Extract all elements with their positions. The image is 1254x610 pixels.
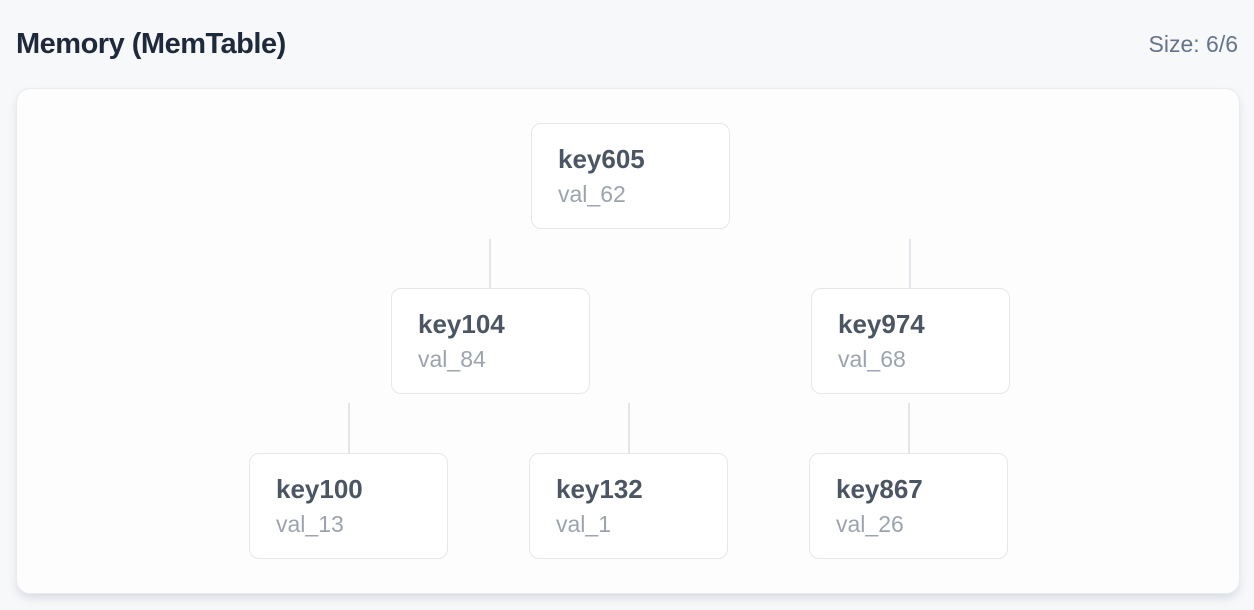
- tree-node-key132: key132 val_1: [529, 453, 728, 559]
- tree-connector: [909, 239, 911, 288]
- node-key-label: key104: [418, 309, 505, 339]
- node-value-label: val_62: [558, 181, 626, 207]
- node-key-label: key132: [556, 474, 643, 504]
- tree-node-key867: key867 val_26: [809, 453, 1008, 559]
- memtable-panel: key605 val_62 key104 val_84 key974 val_6…: [16, 88, 1240, 594]
- node-key-label: key100: [276, 474, 363, 504]
- tree-node-key974: key974 val_68: [811, 288, 1010, 394]
- tree-node-key104: key104 val_84: [391, 288, 590, 394]
- node-value-label: val_68: [838, 346, 906, 372]
- node-value-label: val_1: [556, 511, 611, 537]
- memtable-header: Memory (MemTable) Size: 6/6: [0, 0, 1254, 88]
- tree-connector: [348, 403, 350, 453]
- memtable-size-badge: Size: 6/6: [1148, 30, 1239, 57]
- node-key-label: key974: [838, 309, 925, 339]
- tree-connector: [628, 403, 630, 453]
- node-value-label: val_13: [276, 511, 344, 537]
- tree-connector: [908, 403, 910, 453]
- tree-connector: [489, 239, 491, 288]
- node-key-label: key605: [558, 144, 645, 174]
- tree-node-key100: key100 val_13: [249, 453, 448, 559]
- page-title: Memory (MemTable): [16, 27, 286, 60]
- node-key-label: key867: [836, 474, 923, 504]
- memtable-tree: key605 val_62 key104 val_84 key974 val_6…: [17, 89, 1239, 593]
- node-value-label: val_26: [836, 511, 904, 537]
- node-value-label: val_84: [418, 346, 486, 372]
- tree-node-key605: key605 val_62: [531, 123, 730, 229]
